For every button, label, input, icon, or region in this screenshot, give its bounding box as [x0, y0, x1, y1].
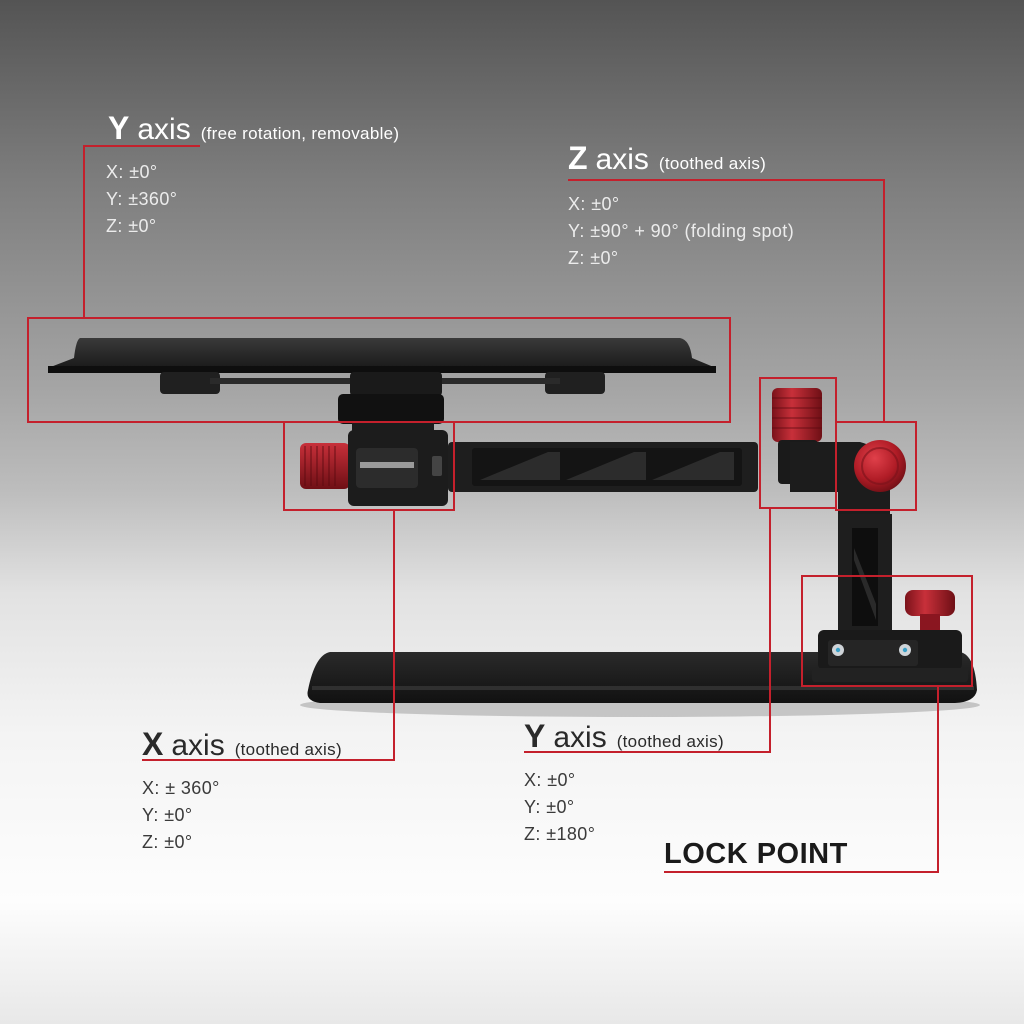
lock-point-label: LOCK POINT — [664, 838, 848, 870]
axis-word: axis — [137, 113, 191, 146]
lock-leader-line — [664, 686, 939, 873]
axis-word: axis — [553, 721, 607, 754]
x-leader-line — [142, 510, 395, 761]
value-x: X: ±0° — [524, 770, 576, 790]
axis-letter: X — [142, 726, 164, 762]
value-x: X: ±0° — [568, 194, 620, 214]
z-highlight-box — [835, 421, 917, 511]
arm — [448, 442, 758, 492]
axis-word: axis — [595, 143, 649, 176]
value-y: Y: ±90° + 90° (folding spot) — [568, 221, 795, 241]
value-z: Z: ±0° — [142, 832, 193, 852]
x-axis-joint — [300, 430, 448, 506]
y-top-leader-line — [83, 145, 200, 318]
value-z: Z: ±0° — [106, 216, 157, 236]
x-callout: X axis (toothed axis) X: ± 360° Y: ±0° Z… — [142, 728, 342, 856]
lock-assembly — [812, 590, 968, 682]
base-plate — [300, 652, 980, 717]
z-callout: Z axis (toothed axis) X: ±0° Y: ±90° + 9… — [568, 142, 794, 272]
elbow-joint — [790, 440, 906, 654]
axis-note: (toothed axis) — [658, 154, 767, 173]
axis-word: axis — [171, 729, 225, 762]
y-top-callout: Y axis (free rotation, removable) X: ±0°… — [106, 110, 400, 240]
z-leader-line — [568, 179, 885, 422]
axis-note: (toothed axis) — [616, 732, 724, 751]
axis-note: (toothed axis) — [234, 740, 342, 759]
value-y: Y: ±0° — [142, 805, 193, 825]
y-bottom-callout: Y axis (toothed axis) X: ±0° Y: ±0° Z: ±… — [524, 720, 724, 848]
value-x: X: ± 360° — [142, 778, 220, 798]
rotation-hub — [338, 372, 444, 432]
value-y: Y: ±360° — [106, 189, 178, 209]
axis-letter: Y — [524, 718, 546, 754]
axis-note: (free rotation, removable) — [200, 124, 400, 143]
lock-highlight-box — [801, 575, 973, 687]
axis-letter: Z — [568, 140, 588, 176]
value-y: Y: ±0° — [524, 797, 575, 817]
x-highlight-box — [283, 421, 455, 511]
y-bottom-leader-line — [524, 508, 771, 753]
value-x: X: ±0° — [106, 162, 158, 182]
value-z: Z: ±0° — [568, 248, 619, 268]
value-z: Z: ±180° — [524, 824, 596, 844]
axis-letter: Y — [108, 110, 130, 146]
